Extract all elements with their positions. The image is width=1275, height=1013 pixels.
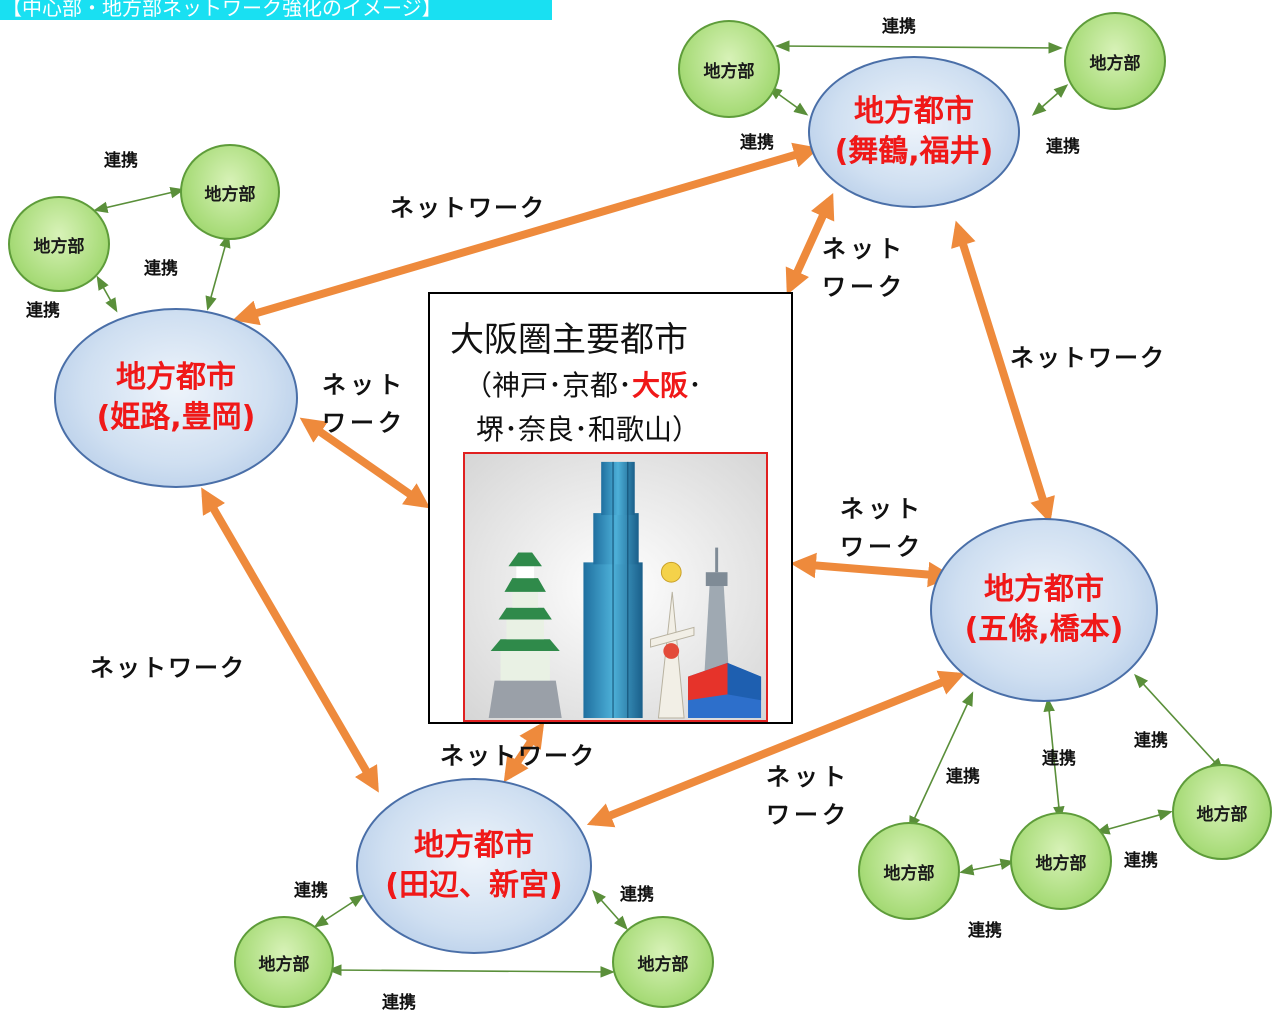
central-cities-box: 大阪圏主要都市 （神戸･京都･大阪･ 堺･奈良･和歌山） [428,292,793,724]
coop-label-west-top: 連携 [104,151,138,171]
branch-node-north-2: 地方部 [1064,12,1166,110]
network-arrow-maizuru-gojo [951,220,1055,524]
coop-label-west-left: 連携 [26,301,60,321]
network-arrow-himeji-center [299,417,431,509]
osaka-highlight: 大阪 [632,369,689,402]
branch-node-north-1: 地方部 [678,20,780,118]
network-arrow-himeji-maizuru [232,142,820,326]
central-cities-line1: （神戸･京都･大阪･ [464,369,703,402]
coop-label-north-top: 連携 [882,17,916,37]
network-label-maizuru-center: ネットワーク [822,235,906,301]
coop-label-south-right: 連携 [620,885,654,905]
coop-line-east-2 [1043,697,1065,821]
tower-of-the-sun-icon [650,561,695,719]
coop-label-south-left: 連携 [294,881,328,901]
branch-node-south-1: 地方部 [234,916,334,1008]
coop-line-east-5 [1095,809,1173,835]
branch-node-east-3: 地方部 [858,822,960,920]
network-arrow-center-gojo [790,552,954,588]
osaka-skyline-illustration [463,452,768,722]
regional-city-tanabe-shingu: 地方都市 (田辺、新宮) [356,778,592,954]
coop-line-south-right [592,889,628,931]
branch-node-west-2: 地方部 [8,196,110,292]
regional-city-gojo-hashimoto: 地方都市 (五條,橋本) [930,518,1158,702]
coop-line-south-branches [327,964,615,978]
coop-label-east-3: 連携 [946,767,980,787]
coop-line-east-3 [1134,673,1224,773]
coop-line-west-right [205,233,231,311]
network-label-maizuru-gojo: ネットワーク [1010,344,1166,372]
network-label-himeji-tanabe: ネットワーク [90,654,246,682]
network-label-himeji-center: ネットワーク [322,371,406,437]
abeno-harukas-tower-icon [583,461,643,719]
network-label-center-tanabe: ネットワーク [440,742,596,770]
diagram-title: 【中心部・地方部ネットワーク強化のイメージ】 [0,0,552,20]
coop-label-east-4: 連携 [1124,851,1158,871]
regional-city-maizuru-fukui: 地方都市 (舞鶴,福井) [808,56,1020,208]
coop-line-north-left [767,86,809,116]
branch-node-south-2: 地方部 [612,916,714,1008]
branch-node-east-2: 地方部 [1010,812,1112,910]
coop-label-south-bottom: 連携 [382,993,416,1013]
regional-city-himeji-toyooka: 地方都市 (姫路,豊岡) [54,308,298,488]
coop-line-east-4 [959,858,1015,876]
coop-label-north-right: 連携 [1046,137,1080,157]
coop-label-east-1: 連携 [1134,731,1168,751]
network-label-himeji-maizuru: ネットワーク [390,194,546,222]
coop-line-north-branches [775,40,1063,54]
coop-label-north-left: 連携 [740,133,774,153]
coop-label-west-right: 連携 [144,259,178,279]
network-arrow-center-tanabe [503,721,545,783]
network-label-center-gojo: ネットワーク [840,495,924,561]
coop-line-south-left [313,894,365,928]
branch-node-west-1: 地方部 [180,144,280,240]
coop-label-east-2: 連携 [1042,749,1076,769]
network-arrow-gojo-tanabe [586,670,966,828]
coop-label-east-5: 連携 [968,921,1002,941]
central-cities-title: 大阪圏主要都市 [450,320,688,360]
coop-line-west-left [96,275,118,313]
network-arrow-himeji-tanabe [201,487,379,793]
network-label-gojo-tanabe: ネットワーク [766,763,850,829]
coop-line-west-branches [93,186,185,214]
osaka-castle-icon [488,552,562,719]
kaiyukan-building-icon [688,662,762,719]
coop-line-east-1 [908,691,974,831]
coop-line-north-right [1031,84,1069,116]
central-cities-line2: 堺･奈良･和歌山） [476,413,701,446]
branch-node-east-1: 地方部 [1172,764,1272,860]
network-arrow-maizuru-center [785,193,835,295]
